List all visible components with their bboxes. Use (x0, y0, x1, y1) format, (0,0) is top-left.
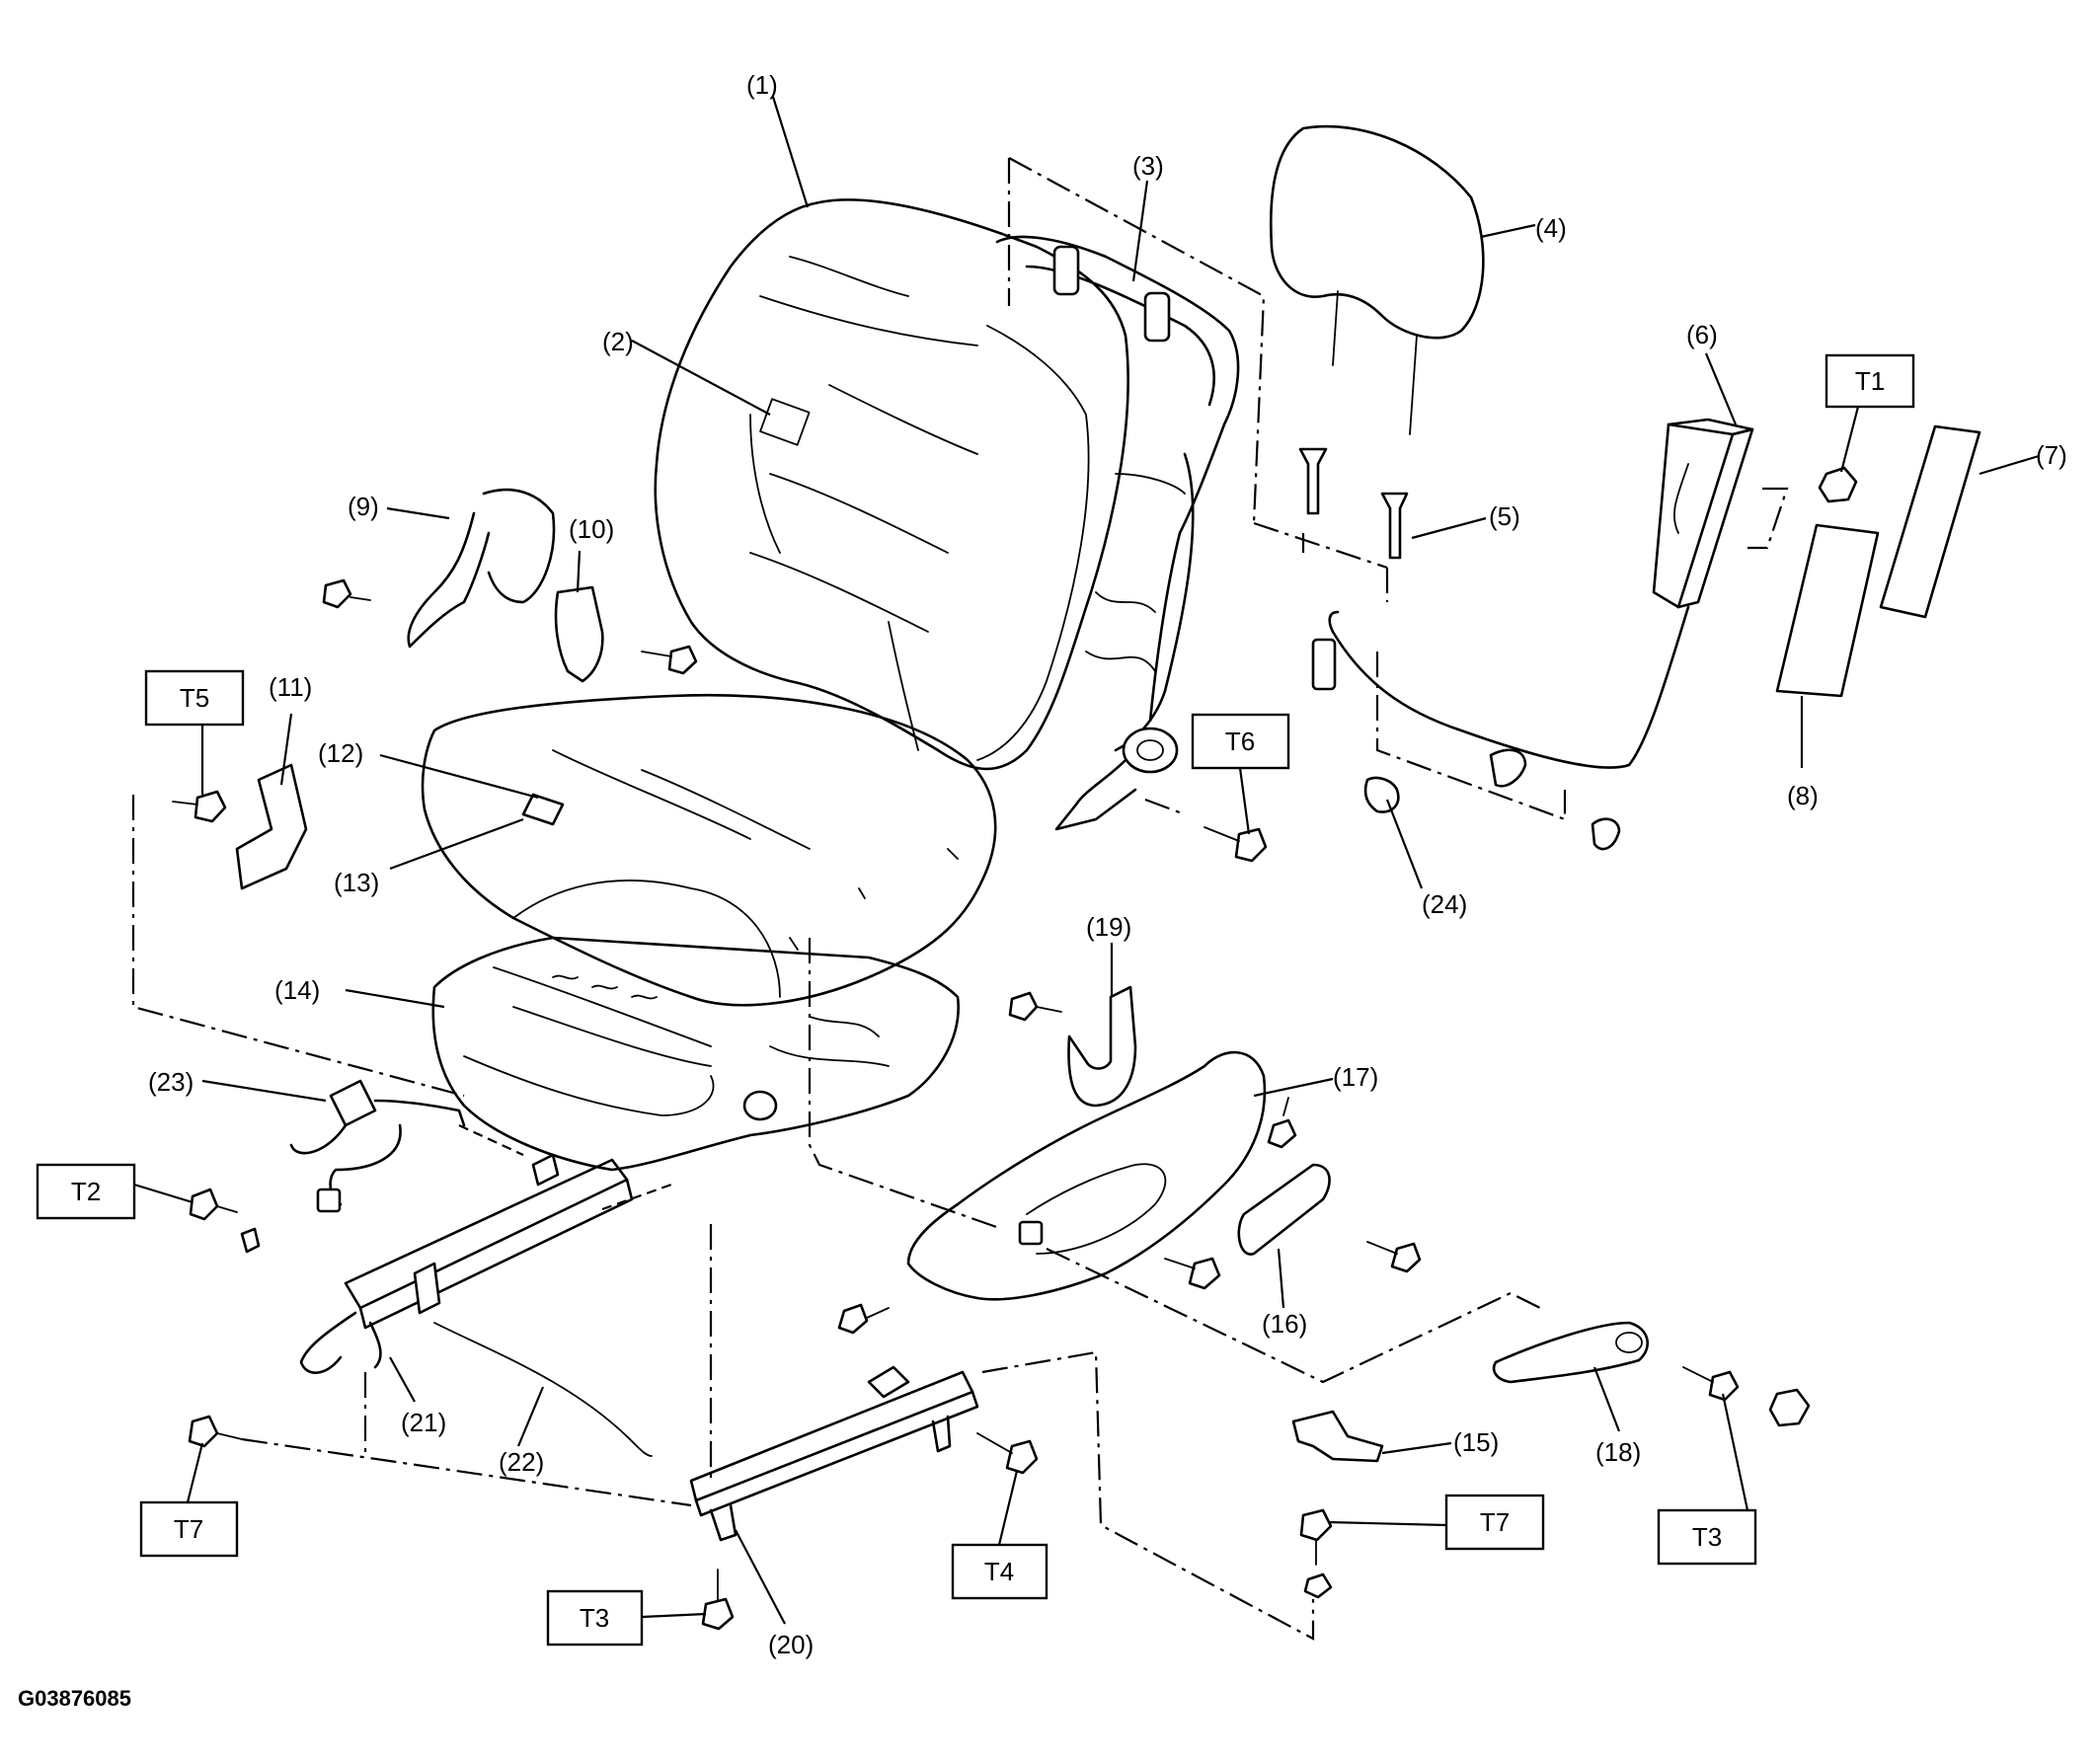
callout-19: (19) (1086, 912, 1131, 942)
seat-back-frame (995, 235, 1240, 831)
headrest-guides (1298, 447, 1409, 560)
recliner-bracket-16 (1237, 1163, 1331, 1256)
seat-back-cover (654, 198, 1129, 771)
callout-3: (3) (1132, 151, 1164, 181)
callout-4: (4) (1535, 213, 1567, 243)
bracket-15 (1291, 1410, 1384, 1463)
callout-12: (12) (318, 738, 363, 768)
figure-code: G03876085 (18, 1686, 131, 1711)
seat-belt-buckle-23 (289, 1079, 466, 1213)
callout-17: (17) (1333, 1062, 1378, 1092)
seat-cushion-pad (431, 936, 960, 1172)
torque-box-t4: T4 (951, 1543, 1048, 1600)
trim-cover-10 (554, 585, 604, 683)
svg-text:T7: T7 (174, 1514, 203, 1544)
trim-cover-9 (407, 488, 556, 649)
svg-text:T7: T7 (1480, 1507, 1510, 1537)
svg-text:T6: T6 (1225, 727, 1255, 756)
callout-18: (18) (1595, 1437, 1641, 1467)
recliner-outer-cover (906, 1050, 1267, 1301)
airbag-harness (1311, 605, 1690, 851)
callout-13: (13) (334, 868, 379, 897)
callout-20: (20) (768, 1630, 814, 1659)
callout-7: (7) (2036, 440, 2067, 470)
torque-box-t7-right: T7 (1444, 1494, 1545, 1551)
leader-lines (133, 96, 2040, 1625)
torque-boxes: T1 T2 T3 T3 T4 T5 T6 T7 (36, 353, 1915, 1647)
callout-6: (6) (1686, 320, 1718, 349)
callout-21: (21) (401, 1408, 446, 1437)
svg-text:T3: T3 (1692, 1522, 1722, 1552)
svg-text:T5: T5 (180, 683, 209, 713)
torque-box-t3-right: T3 (1657, 1508, 1757, 1566)
callout-8: (8) (1787, 781, 1819, 810)
callout-2: (2) (602, 327, 634, 356)
torque-box-t3-bottom: T3 (546, 1589, 644, 1647)
callout-5: (5) (1489, 501, 1520, 531)
seat-cushion-cover (421, 693, 997, 1007)
headrest (1269, 124, 1485, 435)
torque-box-t7-left: T7 (139, 1500, 239, 1558)
svg-text:T4: T4 (984, 1557, 1014, 1586)
callout-14: (14) (274, 975, 320, 1005)
callout-22: (22) (499, 1447, 544, 1477)
trim-cover-19 (1067, 985, 1137, 1108)
fasteners (172, 466, 1858, 1631)
torque-box-t5: T5 (144, 669, 245, 727)
callout-23: (23) (148, 1067, 194, 1097)
seat-rail-outer-20 (689, 1365, 979, 1542)
airbag-cover-strip (1879, 424, 1981, 619)
plug-cap (1768, 1388, 1811, 1427)
wire-harness-22 (433, 1322, 653, 1457)
trim-cover-11 (235, 763, 308, 890)
seat-rail-inner-21 (299, 1153, 634, 1374)
callout-16: (16) (1262, 1309, 1307, 1339)
alignment-lines (131, 157, 1789, 1641)
torque-box-t2: T2 (36, 1163, 136, 1220)
svg-text:T3: T3 (580, 1603, 609, 1633)
callout-11: (11) (269, 672, 312, 702)
svg-text:T2: T2 (71, 1177, 101, 1206)
callout-1: (1) (746, 70, 778, 100)
svg-text:T1: T1 (1855, 366, 1885, 396)
callout-24: (24) (1422, 889, 1467, 919)
clip-24 (1363, 776, 1400, 813)
torque-box-t6: T6 (1191, 713, 1290, 770)
recliner-knob-18 (1492, 1321, 1649, 1384)
callout-labels: (1) (2) (3) (4) (5) (6) (7) (8) (9) (10)… (148, 70, 2067, 1659)
airbag-cover-panel (1775, 523, 1880, 698)
callout-15: (15) (1453, 1427, 1499, 1457)
callout-10: (10) (569, 514, 614, 544)
side-airbag-module (1652, 418, 1754, 609)
callout-9: (9) (348, 492, 379, 521)
torque-box-t1: T1 (1825, 353, 1915, 409)
